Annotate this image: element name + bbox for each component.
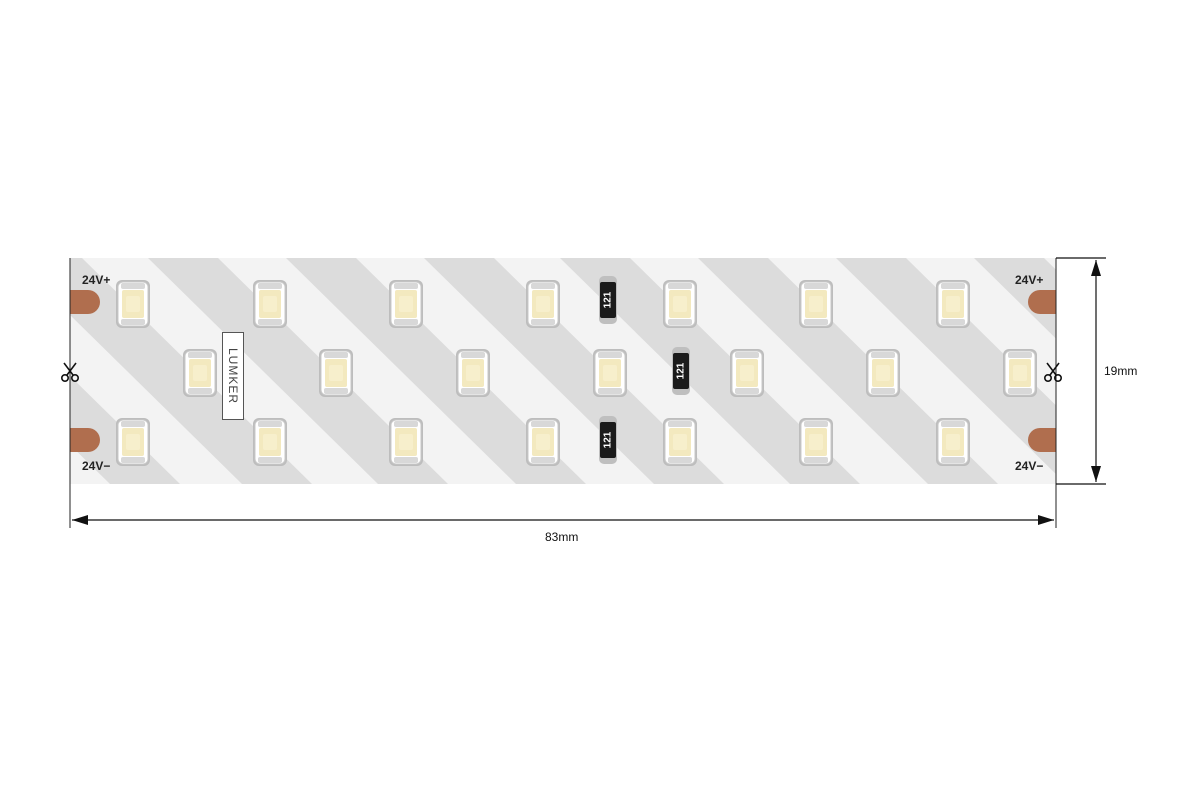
pad-label-top-left: 24V+ — [82, 273, 111, 287]
led-chip — [936, 418, 970, 466]
scissors-icon — [61, 362, 80, 383]
arrow-down-icon — [1091, 466, 1101, 482]
led-chip — [183, 349, 217, 397]
copper-pad-top-right — [1028, 290, 1056, 314]
resistor-code: 121 — [676, 362, 687, 379]
led-chip — [116, 280, 150, 328]
led-chip — [936, 280, 970, 328]
arrow-left-icon — [72, 515, 88, 525]
led-chip — [663, 418, 697, 466]
led-chip — [730, 349, 764, 397]
led-chip — [253, 418, 287, 466]
led-chip — [526, 280, 560, 328]
led-chip — [526, 418, 560, 466]
led-chip — [866, 349, 900, 397]
led-chip — [253, 280, 287, 328]
diagonal-trace-band — [836, 258, 1056, 475]
led-chip — [116, 418, 150, 466]
led-chip — [456, 349, 490, 397]
copper-pad-bottom-right — [1028, 428, 1056, 452]
led-chip — [319, 349, 353, 397]
arrow-up-icon — [1091, 260, 1101, 276]
resistor-code: 121 — [603, 291, 614, 308]
pad-label-top-right: 24V+ — [1015, 273, 1044, 287]
led-chips — [116, 280, 1037, 466]
resistor: 121 — [599, 416, 617, 464]
led-chip — [389, 280, 423, 328]
diagonal-trace-band — [148, 258, 448, 484]
led-chip — [663, 280, 697, 328]
resistor-code: 121 — [603, 431, 614, 448]
diagonal-trace-band — [974, 258, 1056, 339]
diagonal-trace-band — [286, 258, 586, 484]
width-dimension — [1056, 257, 1106, 485]
pad-label-bottom-left: 24V− — [82, 459, 111, 473]
led-chip — [799, 280, 833, 328]
scissors-icon — [1044, 362, 1063, 383]
diagonal-trace-band — [698, 258, 998, 484]
diagonal-trace-band — [70, 375, 180, 484]
pad-label-bottom-right: 24V− — [1015, 459, 1044, 473]
brand-logo: LUMKER — [222, 332, 244, 420]
diagonal-trace-band — [424, 258, 724, 484]
led-chip — [389, 418, 423, 466]
arrow-right-icon — [1038, 515, 1054, 525]
brand-logo-text: LUMKER — [226, 347, 240, 405]
resistors: 121 121 121 — [599, 276, 690, 464]
length-dimension — [72, 515, 1054, 525]
resistor: 121 — [672, 347, 690, 395]
copper-pad-top-left — [70, 290, 100, 314]
length-label: 83mm — [545, 530, 579, 544]
led-chip — [593, 349, 627, 397]
led-chip — [799, 418, 833, 466]
diagonal-trace-band — [560, 258, 860, 484]
resistor: 121 — [599, 276, 617, 324]
copper-pad-bottom-left — [70, 428, 100, 452]
width-label: 19mm — [1104, 364, 1138, 378]
led-chip — [1003, 349, 1037, 397]
